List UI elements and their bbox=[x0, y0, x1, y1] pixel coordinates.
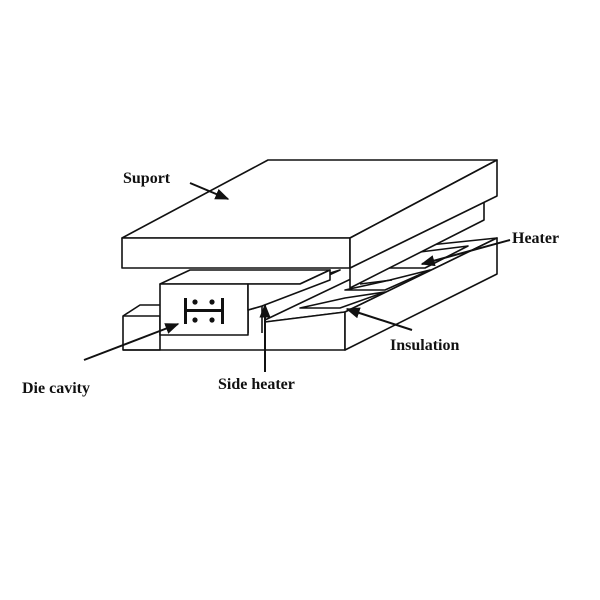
insulation-arrow bbox=[345, 307, 413, 331]
heater-arrow bbox=[420, 239, 511, 267]
die-cavity-label: Die cavity bbox=[22, 380, 90, 397]
die-cavity-arrow bbox=[83, 323, 180, 361]
support-arrow bbox=[189, 182, 230, 200]
support-label: Suport bbox=[123, 170, 171, 187]
support-plate bbox=[121, 159, 498, 289]
side-heater-label: Side heater bbox=[218, 376, 295, 393]
heater-label: Heater bbox=[512, 230, 559, 247]
die-cavity-icon bbox=[184, 298, 224, 324]
insulation-label: Insulation bbox=[390, 337, 459, 354]
